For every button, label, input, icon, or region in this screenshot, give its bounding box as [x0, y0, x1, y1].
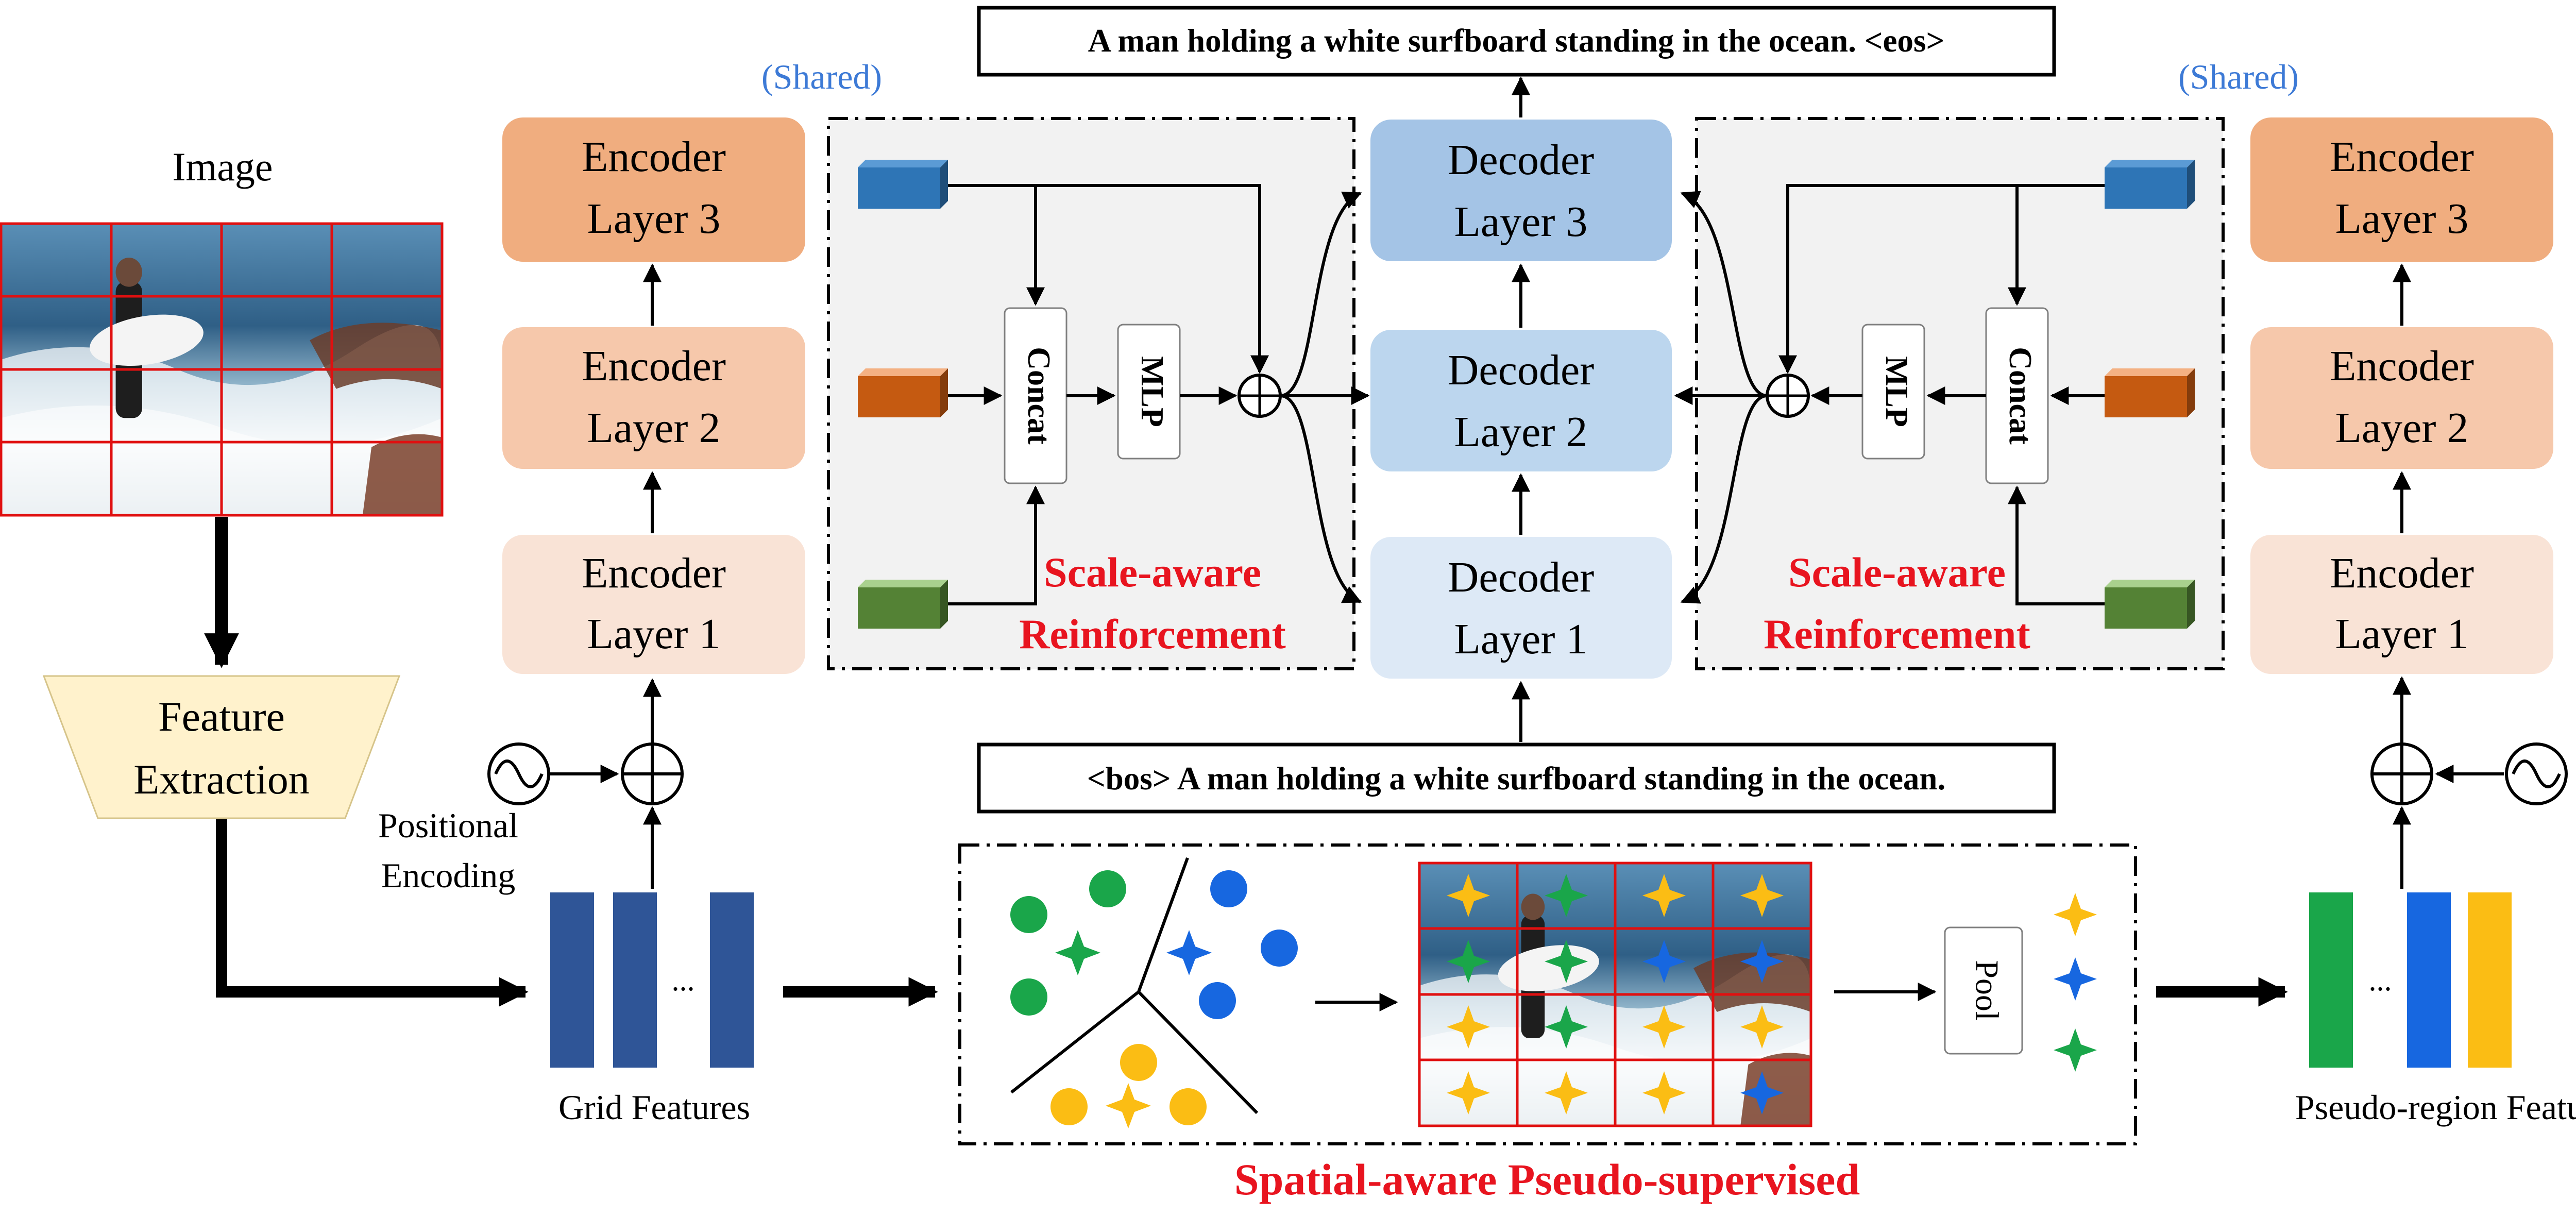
decoder-3-layer: Layer 3: [1454, 198, 1588, 246]
input-sentence: <bos> A man holding a white surfboard st…: [1087, 761, 1945, 797]
encoder-1r-layer: Layer 1: [2335, 610, 2469, 658]
encoder-layer-2-left: [502, 327, 805, 469]
input-sentence-box: [977, 742, 2056, 814]
feature-extraction-block: [42, 675, 401, 819]
grid-features-label: Grid Features: [558, 1088, 750, 1127]
shared-label-right: (Shared): [2178, 57, 2299, 96]
decoder-2-word: Decoder: [1448, 346, 1595, 394]
cube-green-icon: [2105, 580, 2195, 629]
decoder-3-word: Decoder: [1448, 136, 1595, 184]
scale-aware-label-left-1: Scale-aware: [1044, 549, 1261, 596]
sine-wave-icon: [2505, 742, 2568, 805]
add-icon: [2370, 742, 2433, 805]
pseudo-region-features: [2309, 892, 2512, 1068]
encoder-1r-word: Encoder: [2330, 549, 2474, 597]
mlp-block-right: [1861, 324, 1925, 460]
output-sentence: A man holding a white surfboard standing…: [1088, 23, 1945, 59]
cube-blue-icon: [2105, 160, 2195, 209]
voronoi-clusters: [1010, 857, 1298, 1128]
add-icon: [621, 742, 684, 805]
pooled-stars: [2054, 893, 2097, 1072]
pseudo-ellipsis: ...: [2369, 963, 2392, 997]
add-icon: [1766, 374, 1810, 418]
cube-blue-icon: [858, 160, 948, 209]
cube-orange-icon: [2105, 368, 2195, 417]
encoder-layer-2-right: [2250, 327, 2553, 469]
encoder-2-layer: Layer 2: [587, 404, 721, 452]
encoder-1-word: Encoder: [582, 549, 726, 597]
encoder-2-word: Encoder: [582, 342, 726, 390]
encoder-3r-layer: Layer 3: [2335, 195, 2469, 243]
image-grid: [0, 222, 444, 517]
pool-block: [1944, 926, 2023, 1055]
mlp-block-left: [1117, 324, 1181, 460]
concat-label-right: Concat: [2003, 347, 2038, 445]
pseudo-region-features-label: Pseudo-region Features: [2295, 1088, 2576, 1127]
encoder-layer-1-right: [2250, 535, 2553, 674]
decoder-1-word: Decoder: [1448, 553, 1595, 601]
grid-features: [550, 892, 754, 1068]
cube-orange-icon: [858, 368, 948, 417]
positional-encoding-label-1: Positional: [378, 806, 518, 845]
encoder-3-layer: Layer 3: [587, 195, 721, 243]
feature-extraction-label-1: Feature: [158, 693, 285, 740]
scale-aware-label-right-2: Reinforcement: [1764, 611, 2030, 657]
concat-label-left: Concat: [1021, 347, 1056, 445]
pool-label: Pool: [1969, 960, 2005, 1020]
decoder-1-layer: Layer 1: [1454, 615, 1588, 663]
encoder-3r-word: Encoder: [2330, 133, 2474, 181]
spatial-aware-title: Spatial-aware Pseudo-supervised: [1234, 1155, 1860, 1204]
encoder-layer-1-left: [502, 535, 805, 674]
grid-ellipsis: ...: [672, 963, 695, 997]
image-label: Image: [173, 144, 273, 189]
encoder-layer-3-left: [502, 117, 805, 262]
sine-wave-icon: [487, 742, 550, 805]
encoder-2r-layer: Layer 2: [2335, 404, 2469, 452]
encoder-1-layer: Layer 1: [587, 610, 721, 658]
mlp-label-left: MLP: [1134, 356, 1170, 427]
star-grid: [1418, 862, 1812, 1127]
scale-aware-label-right-1: Scale-aware: [1788, 549, 2006, 596]
scale-aware-label-left-2: Reinforcement: [1019, 611, 1286, 657]
decoder-layer-1: [1370, 537, 1672, 679]
output-sentence-box: [977, 6, 2056, 77]
decoder-layer-3: [1370, 120, 1672, 261]
shared-label-left: (Shared): [761, 57, 882, 96]
feature-extraction-label-2: Extraction: [133, 756, 310, 803]
encoder-2r-word: Encoder: [2330, 342, 2474, 390]
encoder-3-word: Encoder: [582, 133, 726, 181]
decoder-2-layer: Layer 2: [1454, 408, 1588, 456]
positional-encoding-label-2: Encoding: [381, 856, 516, 895]
add-icon: [1238, 374, 1282, 418]
mlp-label-right: MLP: [1879, 356, 1914, 427]
cube-green-icon: [858, 580, 948, 629]
decoder-layer-2: [1370, 330, 1672, 471]
encoder-layer-3-right: [2250, 117, 2553, 262]
